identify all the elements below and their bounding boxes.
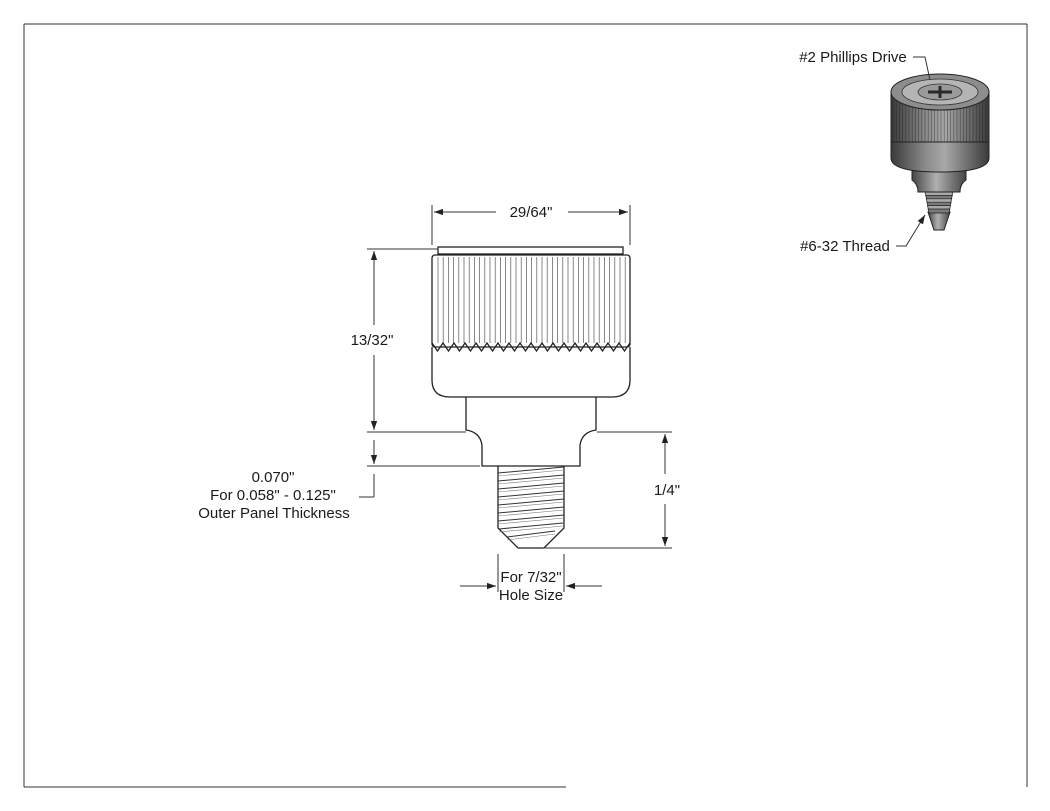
knurl-pattern bbox=[437, 257, 626, 343]
panel-thickness-range: For 0.058" - 0.125" bbox=[210, 487, 336, 504]
hole-size-line2: Hole Size bbox=[499, 587, 563, 604]
callout-thread-label: #6-32 Thread bbox=[800, 238, 890, 255]
thread-pattern bbox=[497, 466, 565, 541]
dimension-height: 13/32" bbox=[351, 248, 466, 433]
dimension-thread-length-label: 1/4" bbox=[654, 482, 680, 499]
render-thread bbox=[924, 191, 954, 214]
dimension-thread-length: 1/4" bbox=[545, 431, 680, 549]
phillips-drive-icon bbox=[928, 86, 952, 98]
callout-drive-label: #2 Phillips Drive bbox=[799, 49, 907, 66]
thumbscrew-side-view bbox=[431, 246, 631, 549]
dimension-hole-size: For 7/32" Hole Size bbox=[460, 554, 602, 604]
dimension-width: 29/64" bbox=[431, 204, 631, 245]
knurl-zigzag-band bbox=[431, 341, 631, 353]
panel-thickness-label: Outer Panel Thickness bbox=[198, 505, 349, 522]
callout-thread: #6-32 Thread bbox=[800, 214, 926, 255]
dimension-panel-thickness: 0.070" For 0.058" - 0.125" Outer Panel T… bbox=[198, 440, 480, 522]
hole-size-line1: For 7/32" bbox=[500, 569, 561, 586]
dimension-width-label: 29/64" bbox=[510, 204, 553, 221]
callout-drive: #2 Phillips Drive bbox=[799, 49, 931, 81]
drawing-frame bbox=[23, 23, 1028, 788]
thumbscrew-3d-render bbox=[890, 73, 990, 231]
dimension-height-label: 13/32" bbox=[351, 332, 394, 349]
panel-thickness-value: 0.070" bbox=[252, 469, 295, 486]
